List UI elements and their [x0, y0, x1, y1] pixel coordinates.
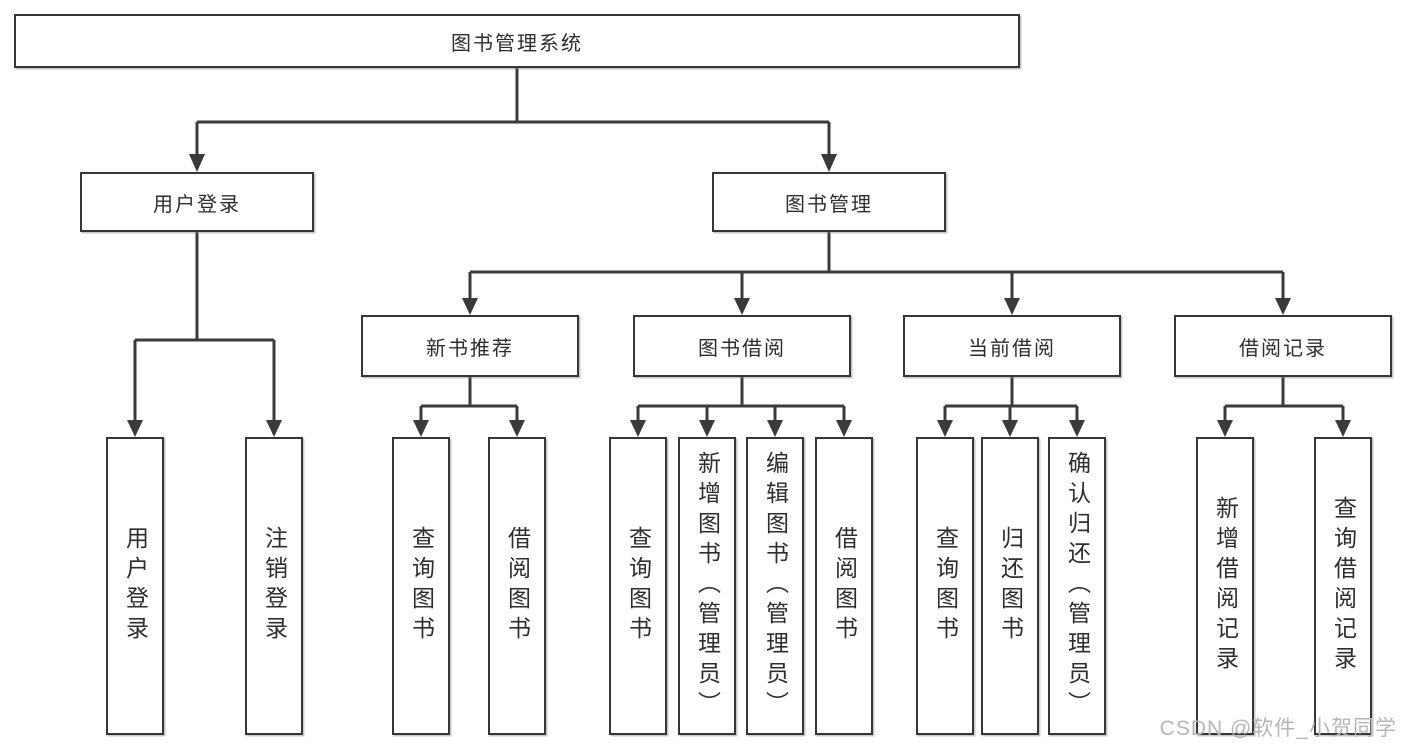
leaf-query-books-recommend: 查询图书 [392, 437, 450, 735]
leaf-edit-book-admin: 编辑图书（管理员） [746, 437, 804, 735]
connector-root-to-branches [189, 68, 837, 172]
leaf-query-books-recommend-label: 查询图书 [408, 526, 435, 646]
leaf-add-borrow-record-label: 新增借阅记录 [1212, 496, 1239, 676]
leaf-add-borrow-record: 新增借阅记录 [1196, 437, 1254, 735]
leaf-borrow-books-recommend-label: 借阅图书 [504, 526, 531, 646]
node-book-borrowing: 图书借阅 [633, 315, 851, 377]
leaf-borrow-books-recommend: 借阅图书 [488, 437, 546, 735]
leaf-confirm-return-admin-label: 确认归还（管理员） [1064, 451, 1091, 721]
leaf-logout: 注销登录 [245, 437, 303, 735]
leaf-borrow-books-borrowing: 借阅图书 [815, 437, 873, 735]
connector-current-borrowing-children [937, 377, 1085, 437]
node-user-login: 用户登录 [80, 172, 314, 232]
leaf-edit-book-admin-label: 编辑图书（管理员） [762, 451, 789, 721]
connector-borrowing-records-children [1217, 377, 1351, 437]
leaf-query-borrow-record-label: 查询借阅记录 [1330, 496, 1357, 676]
leaf-query-books-current-label: 查询图书 [932, 526, 959, 646]
node-new-book-recommend: 新书推荐 [361, 315, 579, 377]
connector-user-login-children [127, 232, 282, 437]
leaf-borrow-books-borrowing-label: 借阅图书 [831, 526, 858, 646]
connector-new-book-recommend-children [413, 377, 525, 437]
leaf-query-borrow-record: 查询借阅记录 [1314, 437, 1372, 735]
node-library-management-system: 图书管理系统 [14, 14, 1020, 68]
watermark: CSDN @软件_小贺同学 [1159, 717, 1397, 740]
connector-book-borrowing-children [630, 377, 852, 437]
connector-book-management-children [462, 232, 1291, 315]
leaf-return-books-label: 归还图书 [997, 526, 1024, 646]
node-current-borrowing: 当前借阅 [903, 315, 1121, 377]
leaf-query-books-current: 查询图书 [916, 437, 974, 735]
leaf-add-book-admin: 新增图书（管理员） [678, 437, 736, 735]
node-borrowing-records: 借阅记录 [1174, 315, 1392, 377]
leaf-return-books: 归还图书 [981, 437, 1039, 735]
leaf-add-book-admin-label: 新增图书（管理员） [694, 451, 721, 721]
leaf-logout-label: 注销登录 [261, 526, 288, 646]
leaf-query-books-borrowing-label: 查询图书 [625, 526, 652, 646]
leaf-user-login: 用户登录 [106, 437, 164, 735]
leaf-confirm-return-admin: 确认归还（管理员） [1048, 437, 1106, 735]
node-book-management: 图书管理 [712, 172, 946, 232]
leaf-query-books-borrowing: 查询图书 [609, 437, 667, 735]
leaf-user-login-label: 用户登录 [122, 526, 149, 646]
